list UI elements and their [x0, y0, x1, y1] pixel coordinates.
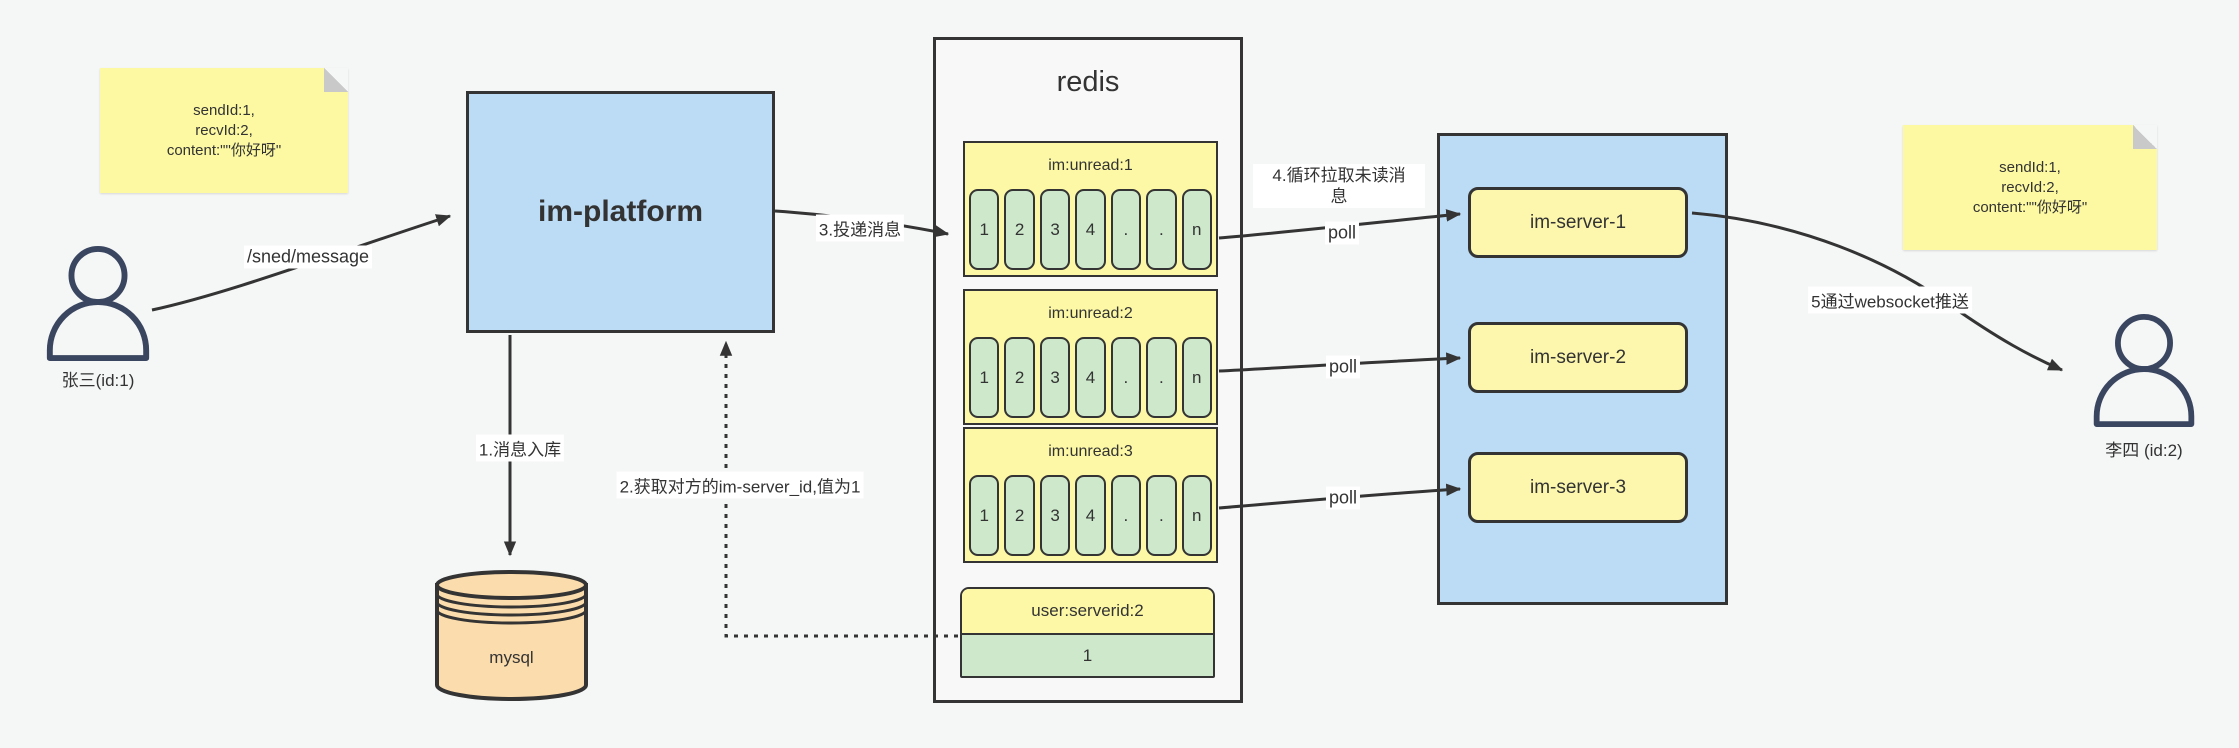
poll-label-3: poll	[1325, 486, 1361, 510]
kv-value: 1	[962, 635, 1213, 676]
step5-label: 5通过websocket推送	[1808, 286, 1972, 314]
mysql-database-icon	[434, 568, 589, 705]
note-line: content:""你好呀"	[166, 141, 282, 159]
queue-cell: 1	[969, 475, 1000, 556]
note-fold-icon	[2133, 125, 2157, 149]
note-line: sendId:1,	[1999, 158, 2061, 176]
im-server-2-box: im-server-2	[1468, 322, 1688, 393]
sticky-note-receiver: sendId:1, recvId:2, content:""你好呀"	[1903, 125, 2157, 250]
queue-header: im:unread:1	[1048, 157, 1133, 174]
queue-cell: n	[1181, 475, 1212, 556]
queue-cells: 1 2 3 4 . . n	[965, 475, 1216, 561]
queue-cell: 1	[969, 337, 1000, 418]
note-fold-icon	[324, 68, 348, 92]
queue-cell: .	[1146, 189, 1177, 270]
queue-cell: .	[1110, 189, 1142, 270]
queue-cell: .	[1110, 475, 1142, 556]
send-api-label: /sned/message	[243, 245, 373, 269]
receiver-label: 李四 (id:2)	[2105, 441, 2183, 460]
queue-cells: 1 2 3 4 . . n	[965, 189, 1216, 275]
queue-header: im:unread:3	[1048, 443, 1133, 460]
unread-queue-1: im:unread:1 1 2 3 4 . . n	[963, 141, 1218, 277]
queue-cell: 2	[1004, 337, 1035, 418]
unread-queue-3: im:unread:3 1 2 3 4 . . n	[963, 427, 1218, 563]
step2-label: 2.获取对方的im-server_id,值为1	[616, 471, 864, 499]
im-platform-box: im-platform	[466, 91, 775, 333]
queue-cells: 1 2 3 4 . . n	[965, 337, 1216, 423]
queue-cell: 3	[1039, 337, 1071, 418]
queue-cell: 3	[1039, 189, 1071, 270]
im-server-label: im-server-2	[1529, 346, 1627, 368]
note-line: recvId:2,	[2001, 178, 2059, 196]
sender-label: 张三(id:1)	[61, 371, 135, 390]
im-server-cluster: im-server-1 im-server-2 im-server-3	[1437, 133, 1728, 605]
step3-label: 3.投递消息	[815, 214, 905, 242]
unread-queue-2: im:unread:2 1 2 3 4 . . n	[963, 289, 1218, 425]
im-server-3-box: im-server-3	[1468, 452, 1688, 523]
mysql-label: mysql	[489, 648, 534, 667]
queue-cell: 1	[969, 189, 1000, 270]
queue-cell: 2	[1004, 475, 1035, 556]
step4-label: 4.循环拉取未读消 息	[1253, 164, 1425, 208]
note-line: content:""你好呀"	[1972, 198, 2088, 216]
queue-cell: n	[1181, 337, 1212, 418]
redis-title: redis	[1056, 66, 1120, 98]
person-icon	[42, 246, 154, 362]
person-icon	[2090, 314, 2198, 428]
step1-label: 1.消息入库	[475, 434, 565, 462]
queue-cell: .	[1110, 337, 1142, 418]
queue-cell: 4	[1075, 337, 1106, 418]
kv-header: user:serverid:2	[962, 589, 1213, 635]
queue-cell: 4	[1075, 189, 1106, 270]
queue-cell: 4	[1075, 475, 1106, 556]
note-line: recvId:2,	[195, 121, 253, 139]
im-server-label: im-server-1	[1529, 211, 1627, 233]
note-line: sendId:1,	[193, 101, 255, 119]
im-server-label: im-server-3	[1529, 476, 1627, 498]
queue-cell: 3	[1039, 475, 1071, 556]
im-server-1-box: im-server-1	[1468, 187, 1688, 258]
user-serverid-box: user:serverid:2 1	[960, 587, 1215, 678]
redis-container: redis im:unread:1 1 2 3 4 . . n im:unrea…	[933, 37, 1243, 703]
queue-cell: 2	[1004, 189, 1035, 270]
poll-label-1: poll	[1324, 221, 1360, 245]
queue-header: im:unread:2	[1048, 305, 1133, 322]
queue-cell: n	[1181, 189, 1212, 270]
queue-cell: .	[1146, 337, 1177, 418]
sticky-note-sender: sendId:1, recvId:2, content:""你好呀"	[100, 68, 348, 193]
queue-cell: .	[1146, 475, 1177, 556]
im-platform-label: im-platform	[538, 195, 703, 228]
poll-label-2: poll	[1325, 355, 1361, 379]
